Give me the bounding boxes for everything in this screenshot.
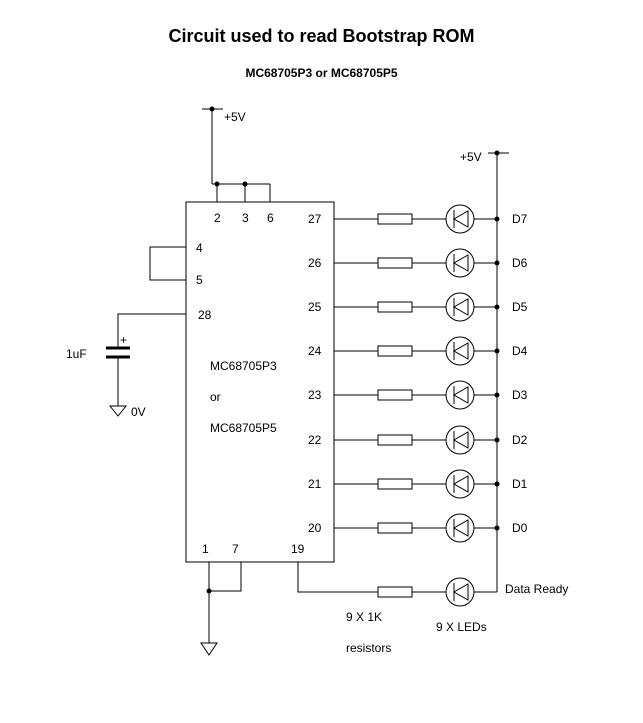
pin-number-label: 26 <box>308 256 322 270</box>
pin-number-label: 24 <box>308 344 322 358</box>
data-line-label: D3 <box>512 388 528 402</box>
chip-ground-icon <box>200 642 218 656</box>
resistor <box>377 522 413 534</box>
led-icon <box>445 380 475 410</box>
data-line-label: D2 <box>512 433 528 447</box>
data-line-label: D7 <box>512 212 528 226</box>
pin-2-label: 2 <box>214 211 221 225</box>
ground-label: 0V <box>131 405 146 419</box>
pin-1-label: 1 <box>202 542 209 556</box>
pin-number-label: 23 <box>308 388 322 402</box>
resistor <box>377 301 413 313</box>
channel-row: 23 D3 <box>308 380 528 410</box>
pin-number-label: 22 <box>308 433 322 447</box>
resistor <box>377 434 413 446</box>
resistors-count-label: 9 X 1K <box>346 610 382 624</box>
rail-junction <box>494 216 500 222</box>
resistor <box>377 389 413 401</box>
chip-body <box>185 201 335 563</box>
led-icon <box>445 248 475 278</box>
led-icon <box>445 513 475 543</box>
led-icon <box>445 425 475 455</box>
channel-row: 20 D0 <box>308 513 528 543</box>
rail-junction <box>494 437 500 443</box>
pin7-ground-wire <box>209 562 242 592</box>
pin-28-label: 28 <box>198 308 212 322</box>
top-supply-label: +5V <box>224 110 246 124</box>
data-line-label: D0 <box>512 521 528 535</box>
data-line-label: D6 <box>512 256 528 270</box>
led-icon <box>445 469 475 499</box>
chip-name-line1: MC68705P3 <box>210 359 277 373</box>
led-icon <box>445 292 475 322</box>
capacitor-polarity: + <box>120 333 127 347</box>
channel-row: 25 D5 <box>308 292 528 322</box>
channel-row: 21 D1 <box>308 469 528 499</box>
pin-7-label: 7 <box>232 542 239 556</box>
pin-19-label: 19 <box>291 542 305 556</box>
channel-row: 27 D7 <box>308 204 528 234</box>
right-supply-label: +5V <box>460 150 482 164</box>
data-ready-label: Data Ready <box>505 582 568 596</box>
data-line-label: D5 <box>512 300 528 314</box>
data-line-label: D1 <box>512 477 528 491</box>
rail-junction <box>494 304 500 310</box>
leds-label: 9 X LEDs <box>436 620 487 634</box>
pin-number-label: 25 <box>308 300 322 314</box>
led-icon <box>445 336 475 366</box>
resistor <box>377 257 413 269</box>
rail-junction <box>494 392 500 398</box>
pin-5-label: 5 <box>196 273 203 287</box>
channel-row: 22 D2 <box>308 425 528 455</box>
pin-number-label: 21 <box>308 477 322 491</box>
rail-junction <box>494 260 500 266</box>
output-channels: 27 D7 26 D6 25 D5 24 D4 23 D3 22 D2 21 D1 20 D0 <box>308 204 528 543</box>
led-icon <box>445 204 475 234</box>
pin-number-label: 27 <box>308 212 322 226</box>
rail-junction <box>494 348 500 354</box>
pin4-pin5-link <box>149 246 186 281</box>
resistor <box>377 478 413 490</box>
pin-4-label: 4 <box>196 241 203 255</box>
resistor <box>377 213 413 225</box>
pin19-wire <box>297 562 378 593</box>
data-ready-led-icon <box>445 577 475 607</box>
page-title: Circuit used to read Bootstrap ROM <box>168 26 475 46</box>
capacitor-value: 1uF <box>66 347 87 361</box>
resistor <box>377 345 413 357</box>
page-subtitle: MC68705P3 or MC68705P5 <box>245 66 398 80</box>
data-line-label: D4 <box>512 344 528 358</box>
ground-junction <box>206 588 212 594</box>
pin-3-label: 3 <box>242 211 249 225</box>
pin28-wire <box>117 313 186 347</box>
chip-name-line3: MC68705P5 <box>210 421 277 435</box>
data-ready-resistor <box>377 586 413 598</box>
capacitor-ground-icon <box>108 405 128 417</box>
channel-row: 24 D4 <box>308 336 528 366</box>
pin-number-label: 20 <box>308 521 322 535</box>
rail-junction <box>494 525 500 531</box>
pin-6-label: 6 <box>267 211 274 225</box>
rail-junction <box>494 481 500 487</box>
chip-name-line2: or <box>210 390 221 404</box>
channel-row: 26 D6 <box>308 248 528 278</box>
resistors-type-label: resistors <box>346 641 391 655</box>
